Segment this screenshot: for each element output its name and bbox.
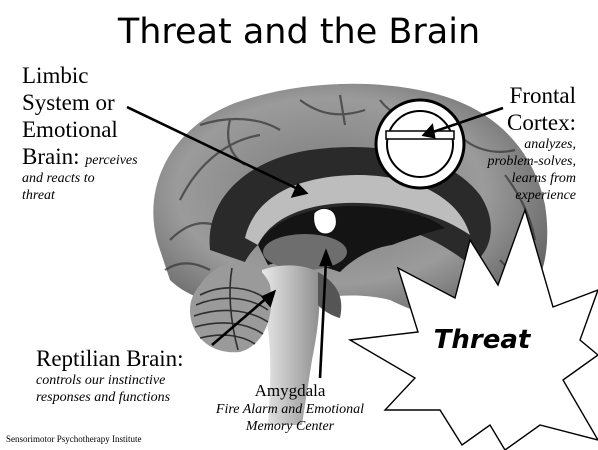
page-title: Threat and the Brain: [0, 12, 598, 52]
limbic-desc-line-2: and reacts to: [22, 170, 172, 187]
reptilian-title: Reptilian Brain:: [36, 345, 206, 372]
amygdala-title: Amygdala: [200, 381, 380, 401]
amygdala-desc-1: Fire Alarm and Emotional: [200, 401, 380, 418]
frontal-cortex-marker: [376, 100, 464, 188]
reptilian-desc-2: responses and functions: [36, 389, 206, 406]
limbic-brain-word: Brain:: [22, 144, 85, 169]
amygdala-blob: [314, 208, 337, 234]
amygdala-desc-2: Memory Center: [200, 418, 380, 435]
reptilian-desc-1: controls our instinctive: [36, 372, 206, 389]
footer-credit: Sensorimotor Psychotherapy Institute: [6, 434, 141, 445]
frontal-desc-1: analyzes,: [456, 136, 576, 153]
frontal-line-1: Frontal: [456, 82, 576, 109]
frontal-desc-2: problem-solves,: [456, 153, 576, 170]
frontal-desc-4: experience: [456, 187, 576, 204]
thalamus: [263, 234, 347, 270]
amygdala-label: Amygdala Fire Alarm and Emotional Memory…: [200, 381, 380, 435]
limbic-line-2: System or: [22, 89, 172, 116]
frontal-desc-3: learns from: [456, 170, 576, 187]
threat-label: Threat: [412, 325, 552, 355]
limbic-desc-inline: perceives: [85, 153, 137, 168]
frontal-cortex-label: Frontal Cortex: analyzes, problem-solves…: [456, 82, 576, 204]
limbic-desc-line-3: threat: [22, 187, 172, 204]
limbic-line-3: Emotional: [22, 116, 172, 143]
reptilian-brain-label: Reptilian Brain: controls our instinctiv…: [36, 345, 206, 406]
limbic-line-1: Limbic: [22, 62, 172, 89]
limbic-line-4: Brain: perceives: [22, 143, 172, 170]
limbic-system-label: Limbic System or Emotional Brain: percei…: [22, 62, 172, 204]
frontal-line-2: Cortex:: [456, 109, 576, 136]
